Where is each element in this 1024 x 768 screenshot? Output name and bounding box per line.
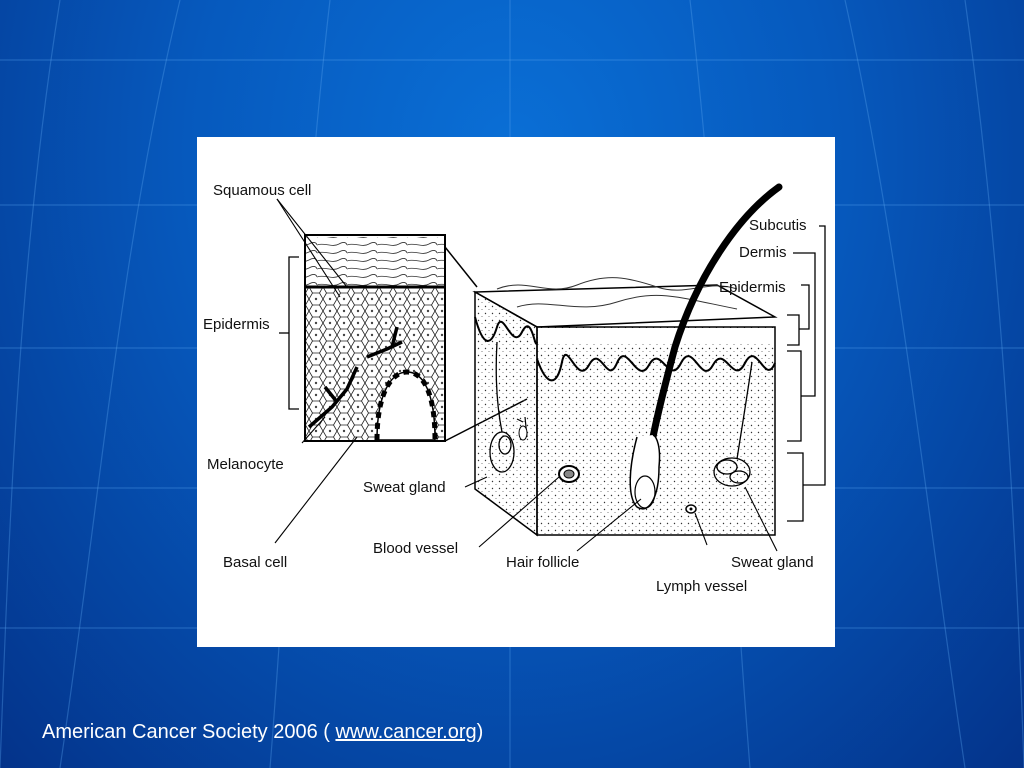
layer-brackets xyxy=(279,225,826,522)
label-dermis: Dermis xyxy=(739,244,787,261)
label-melanocyte: Melanocyte xyxy=(207,456,284,473)
caption-suffix: ) xyxy=(476,721,484,743)
label-hair-follicle: Hair follicle xyxy=(506,554,579,571)
skin-anatomy-diagram: Squamous cell Epidermis Melanocyte Basal… xyxy=(203,182,826,595)
label-basal-cell: Basal cell xyxy=(223,554,287,571)
label-epidermis-left: Epidermis xyxy=(203,316,270,333)
epidermis-inset xyxy=(304,234,528,442)
label-squamous-cell: Squamous cell xyxy=(213,182,311,199)
label-subcutis: Subcutis xyxy=(749,217,807,234)
caption-prefix: American Cancer Society 2006 ( xyxy=(42,721,336,743)
label-epidermis-right: Epidermis xyxy=(719,279,786,296)
label-sweat-gland-left: Sweat gland xyxy=(363,479,446,496)
diagram-panel: Squamous cell Epidermis Melanocyte Basal… xyxy=(197,137,835,647)
source-caption: American Cancer Society 2006 ( www.cance… xyxy=(42,721,483,744)
skin-block xyxy=(472,183,783,537)
label-sweat-gland-right: Sweat gland xyxy=(731,554,814,571)
label-leaders xyxy=(274,198,778,552)
label-blood-vessel: Blood vessel xyxy=(373,540,458,557)
cancer-org-link[interactable]: www.cancer.org xyxy=(335,721,477,743)
label-lymph-vessel: Lymph vessel xyxy=(656,578,747,595)
